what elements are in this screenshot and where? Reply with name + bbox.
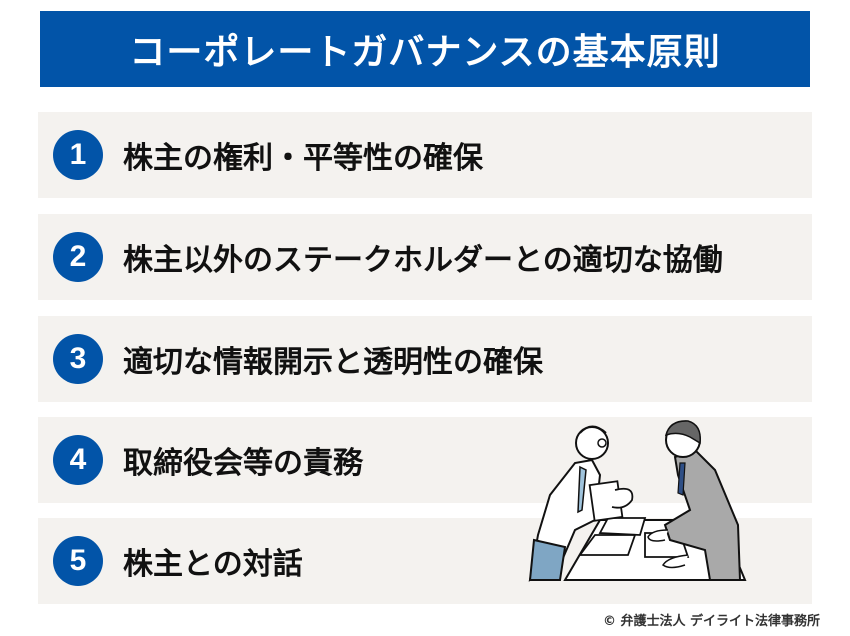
number-badge: 4 <box>53 435 103 485</box>
principle-item-1: 1 株主の権利・平等性の確保 <box>38 112 812 198</box>
business-meeting-illustration-icon <box>528 420 747 582</box>
principle-label: 株主以外のステークホルダーとの適切な協働 <box>123 243 723 278</box>
number-badge: 2 <box>53 232 103 282</box>
page-title: コーポレートガバナンスの基本原則 <box>40 11 810 87</box>
principle-label: 株主の権利・平等性の確保 <box>123 141 483 176</box>
page-title-text: コーポレートガバナンスの基本原則 <box>129 32 721 73</box>
number-badge: 5 <box>53 536 103 586</box>
copyright-notice: © 弁護士法人 デイライト法律事務所 <box>602 614 820 629</box>
principle-label: 取締役会等の責務 <box>123 446 363 481</box>
principle-label: 株主との対話 <box>123 547 303 582</box>
number-badge: 1 <box>53 130 103 180</box>
number-badge: 3 <box>53 334 103 384</box>
principle-item-2: 2 株主以外のステークホルダーとの適切な協働 <box>38 214 812 300</box>
principle-label: 適切な情報開示と透明性の確保 <box>123 345 543 380</box>
principle-item-3: 3 適切な情報開示と透明性の確保 <box>38 316 812 402</box>
